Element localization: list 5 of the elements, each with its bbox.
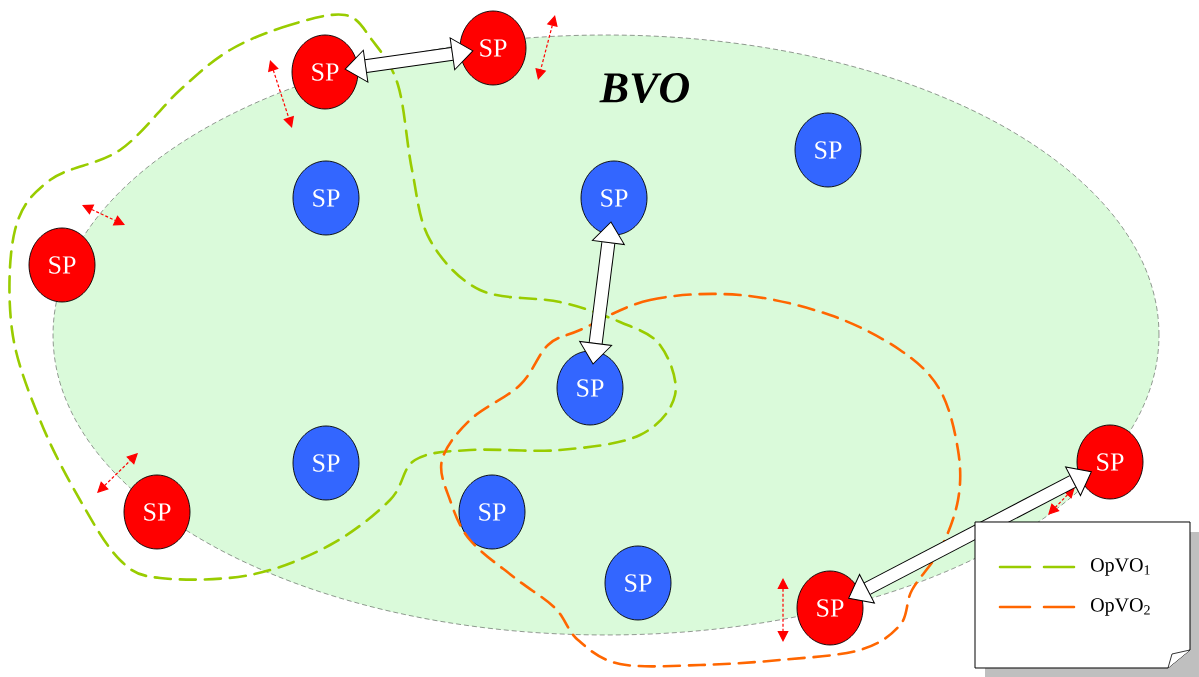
- legend-label: OpVO$_{1}$: [1091, 558, 1150, 576]
- block-arrow: [579, 221, 625, 365]
- legend-label: OpVO$_{2}$: [1091, 598, 1150, 616]
- block-arrow: [344, 37, 474, 83]
- block-arrow: [848, 466, 1092, 604]
